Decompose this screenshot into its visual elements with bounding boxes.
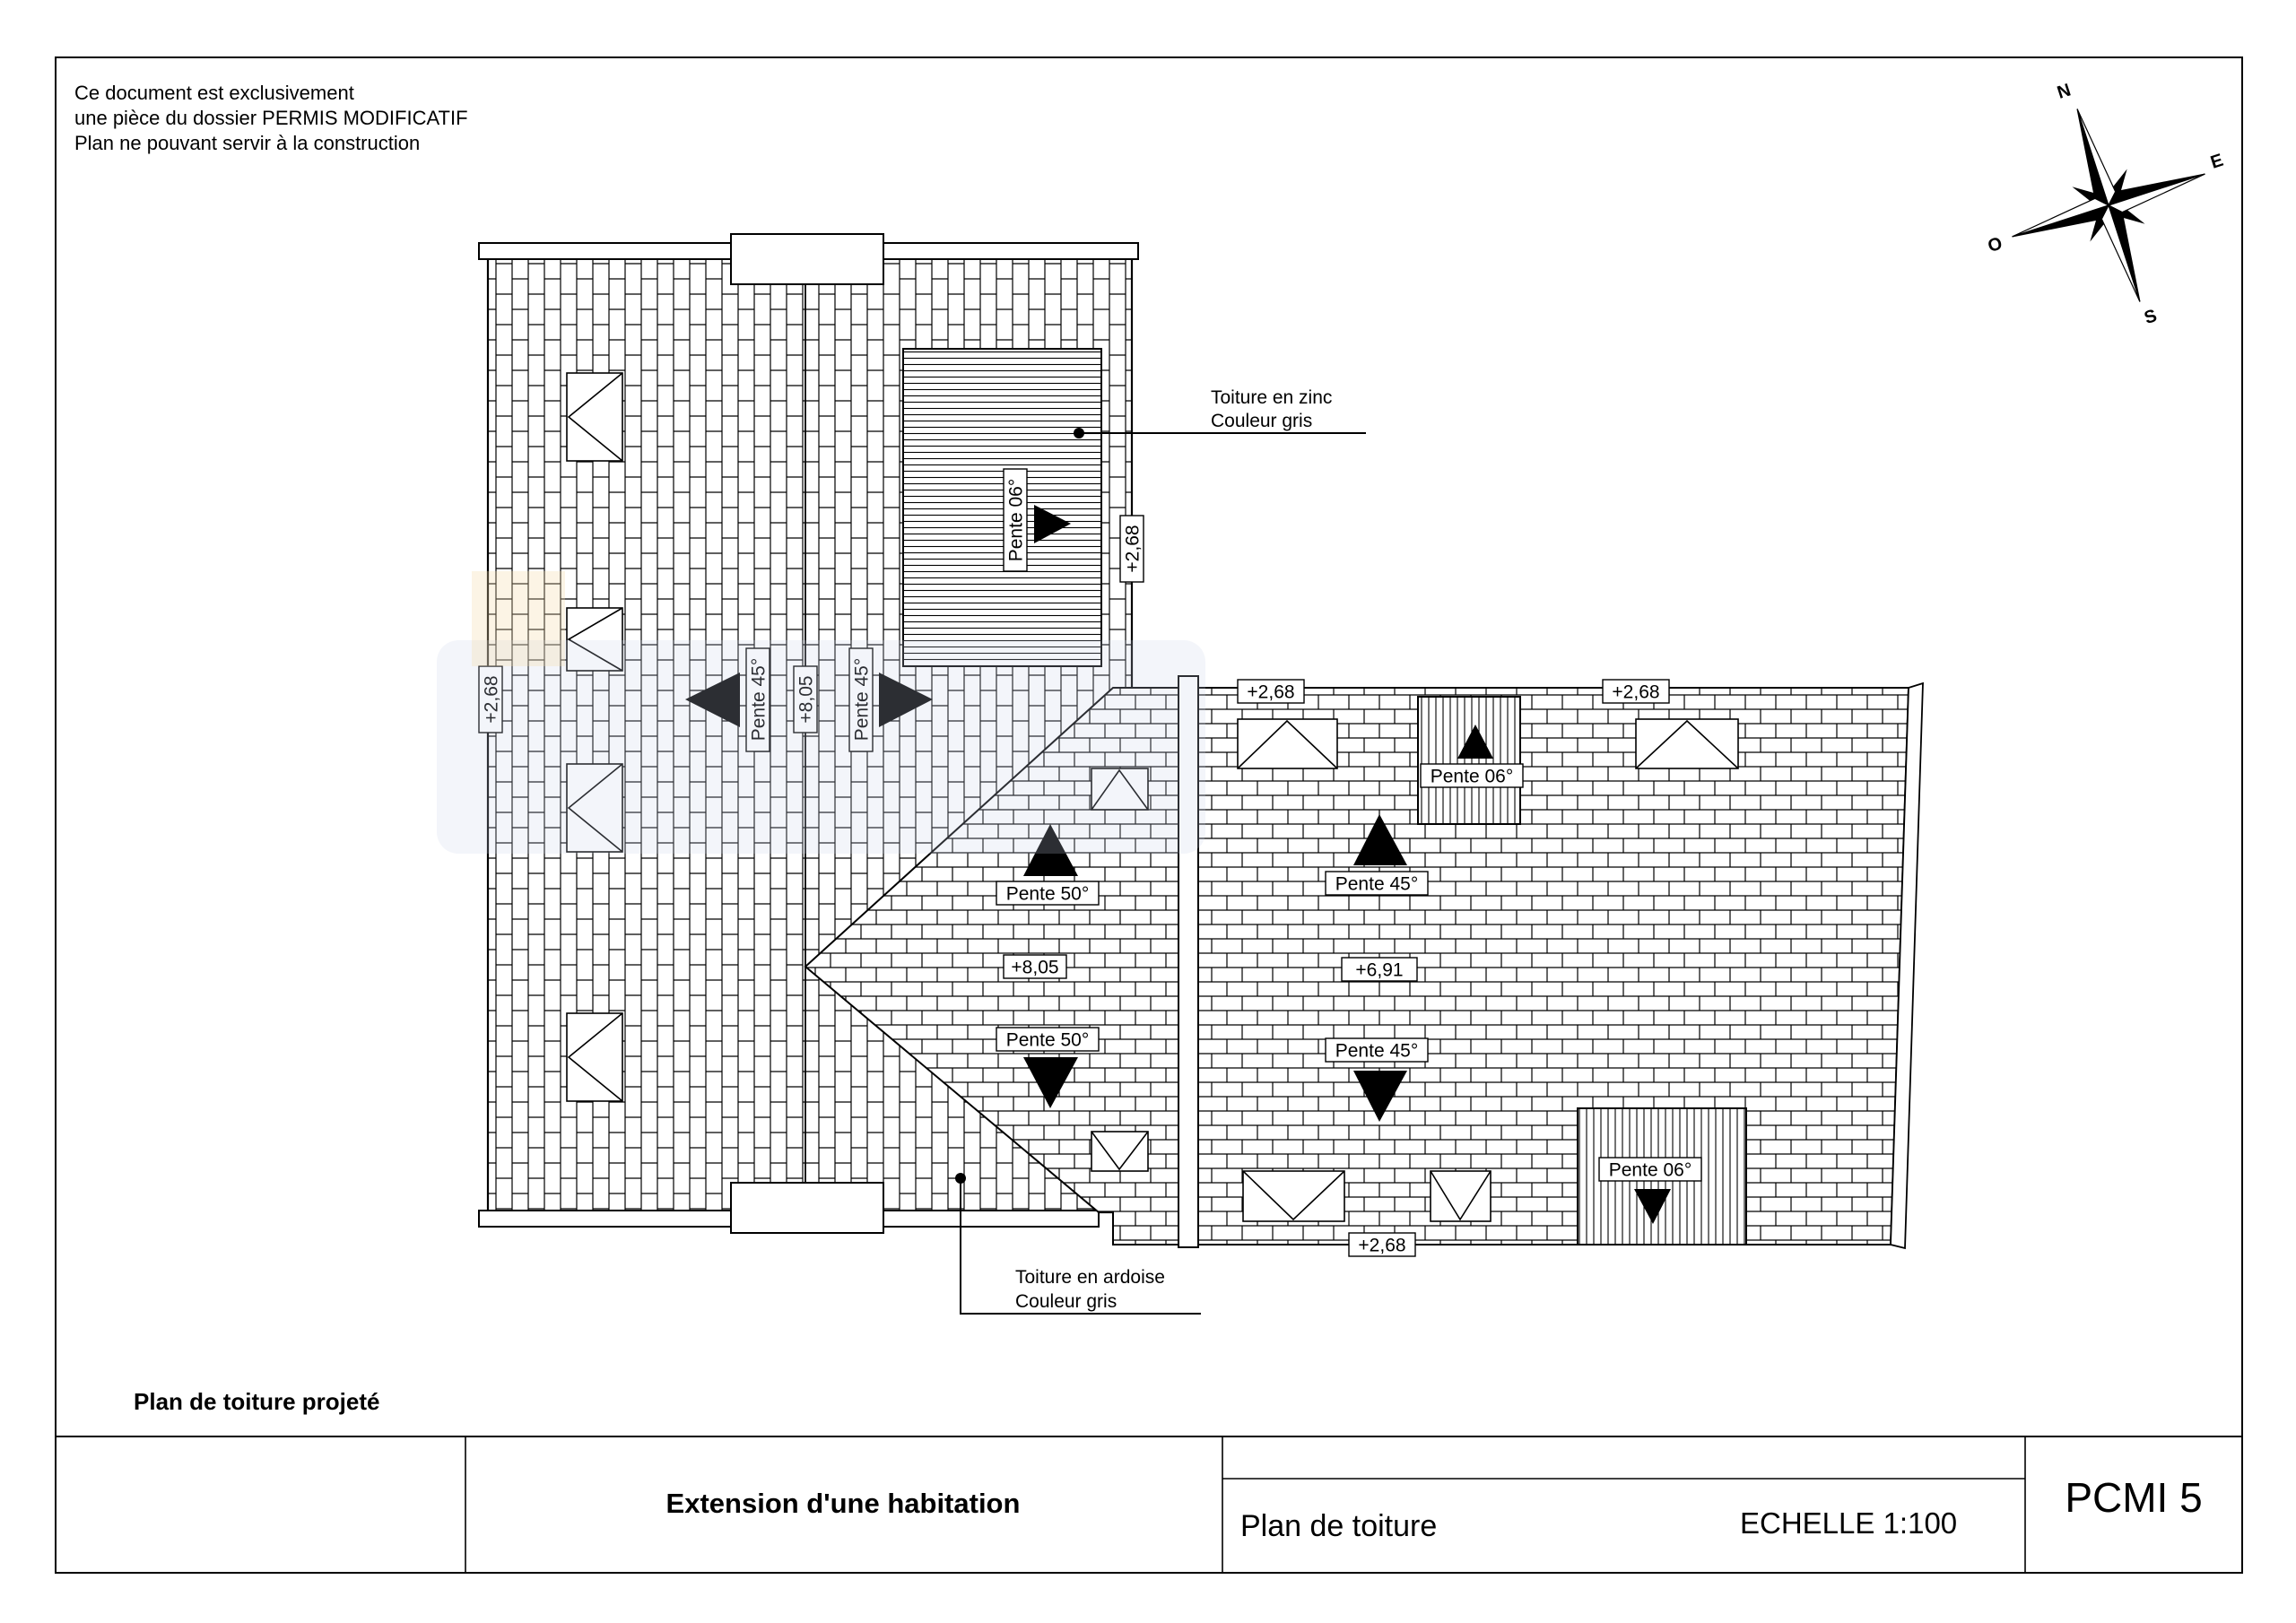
slope-arrow-up	[1457, 725, 1493, 759]
note-text: Couleur gris	[1015, 1291, 1117, 1312]
roof-window	[1091, 768, 1149, 811]
svg-text:Pente 06°: Pente 06°	[1431, 767, 1513, 787]
flat-zinc-roof-top	[1417, 696, 1521, 825]
svg-text:Pente 06°: Pente 06°	[1006, 479, 1027, 561]
compass-west-arm	[2012, 197, 2110, 238]
slope-label: Pente 45°	[745, 647, 770, 752]
level-label: +2,68	[1348, 1232, 1416, 1257]
svg-text:Pente 45°: Pente 45°	[1335, 874, 1418, 895]
extension-main-roof	[1197, 687, 1910, 1245]
slope-arrow-up	[1023, 824, 1078, 876]
roof-window	[566, 763, 623, 853]
zinc-roof-area	[902, 348, 1102, 667]
compass-east-letter: E	[2208, 151, 2225, 173]
slope-arrow-down	[1023, 1057, 1078, 1108]
roof-window	[1635, 718, 1739, 769]
level-label: +2,68	[478, 665, 503, 733]
svg-text:+2,68: +2,68	[482, 675, 502, 723]
ridge-level-label: +6,91	[1341, 957, 1418, 982]
svg-text:+2,68: +2,68	[1247, 682, 1294, 703]
roof-window	[1237, 718, 1338, 769]
slope-arrow-left	[685, 673, 740, 727]
compass-rose: N E S O	[1986, 80, 2226, 328]
notice-line: une pièce du dossier PERMIS MODIFICATIF	[74, 107, 468, 129]
note-text: Toiture en zinc	[1211, 387, 1332, 408]
roof-window	[566, 1012, 623, 1102]
leader-line	[960, 1178, 1201, 1315]
svg-text:Pente 45°: Pente 45°	[749, 658, 770, 741]
svg-text:+6,91: +6,91	[1355, 960, 1403, 981]
compass-south-letter: S	[2142, 306, 2159, 328]
roof-window	[1242, 1170, 1345, 1222]
svg-text:+2,68: +2,68	[1358, 1236, 1405, 1256]
note-text: Couleur gris	[1211, 411, 1312, 431]
roof-window	[1430, 1170, 1492, 1222]
roof-window	[566, 607, 623, 672]
svg-text:+8,05: +8,05	[1011, 958, 1058, 978]
compass-north-letter: N	[2055, 80, 2074, 102]
chimney-bottom	[730, 1182, 884, 1234]
ridge-level-label: +8,05	[793, 665, 818, 733]
slope-arrow-down	[1634, 1189, 1671, 1224]
slope-arrow-down	[1353, 1071, 1407, 1122]
sheet-border	[55, 56, 2243, 1574]
notice-block: Ce document est exclusivement une pièce …	[74, 82, 468, 154]
svg-text:Pente 50°: Pente 50°	[1006, 1030, 1089, 1051]
notice-line: Ce document est exclusivement	[74, 82, 354, 104]
note-text: Toiture en ardoise	[1015, 1267, 1165, 1288]
title-block: Extension d'une habitation Plan de toitu…	[56, 1436, 2242, 1573]
level-label: +2,68	[1119, 515, 1144, 583]
slope-arrow-right	[1034, 505, 1071, 543]
slope-label: Pente 06°	[1420, 763, 1524, 788]
level-label: +2,68	[1602, 679, 1670, 704]
slope-arrow-up	[1353, 814, 1407, 865]
slope-label: Pente 45°	[1325, 1037, 1429, 1063]
roof-window	[566, 372, 623, 462]
slope-arrow-right	[879, 673, 933, 727]
svg-text:Pente 50°: Pente 50°	[1006, 884, 1089, 905]
watermark-badge	[437, 640, 1205, 854]
slope-label: Pente 50°	[996, 1027, 1100, 1052]
svg-text:Pente 45°: Pente 45°	[1335, 1041, 1418, 1062]
svg-text:+8,05: +8,05	[796, 675, 817, 723]
compass-west-letter: O	[1986, 233, 2005, 256]
zinc-roof-note: Toiture en zinc Couleur gris	[1074, 387, 1366, 438]
project-title: Extension d'une habitation	[666, 1488, 1021, 1519]
extension-hip-roof	[804, 687, 1179, 1245]
chimney-top	[730, 233, 884, 285]
roof-window	[1091, 1131, 1149, 1172]
extension-side-edge	[1890, 681, 1924, 1250]
ridge-level-label: +8,05	[1003, 954, 1067, 979]
svg-text:+2,68: +2,68	[1612, 682, 1659, 703]
plan-caption: Plan de toiture projeté	[134, 1388, 380, 1415]
sheet-scale: ECHELLE 1:100	[1740, 1506, 1957, 1540]
notice-line: Plan ne pouvant servir à la construction	[74, 132, 420, 154]
slope-label: Pente 45°	[1325, 871, 1429, 896]
sheet-title: Plan de toiture	[1240, 1509, 1437, 1543]
slate-roof-note: Toiture en ardoise Couleur gris	[955, 1173, 1201, 1315]
slope-label: Pente 45°	[848, 647, 874, 752]
svg-text:Pente 45°: Pente 45°	[852, 658, 873, 741]
svg-text:+2,68: +2,68	[1123, 525, 1144, 572]
slope-label: Pente 06°	[1598, 1157, 1702, 1182]
svg-text:Pente 06°: Pente 06°	[1609, 1160, 1692, 1181]
sheet-number: PCMI 5	[2065, 1474, 2202, 1521]
slope-label: Pente 06°	[1003, 468, 1028, 572]
slope-label: Pente 50°	[996, 881, 1100, 906]
watermark-square	[472, 571, 565, 666]
level-label: +2,68	[1237, 679, 1305, 704]
